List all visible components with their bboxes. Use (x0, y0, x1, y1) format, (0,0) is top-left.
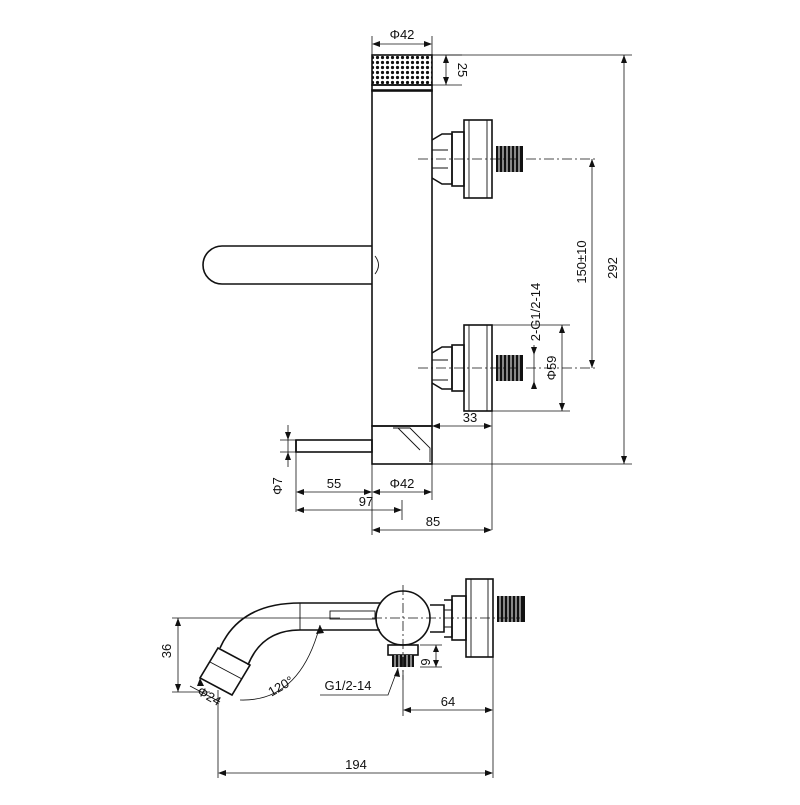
spout-reach-label: 55 (327, 476, 341, 491)
dim-outlet-diameter: Φ24 (189, 678, 224, 709)
spout-diameter-label: Φ7 (270, 477, 285, 495)
spout-drop-label: 36 (159, 644, 174, 658)
diverter-lever (202, 245, 379, 285)
dim-body-diameter: Φ42 (372, 476, 432, 495)
dim-total-width-right: 85 (372, 514, 492, 533)
dim-handle-height: 25 (432, 54, 470, 86)
outlet-offset-label: 64 (441, 694, 455, 709)
inlet-thread-label: 2-G1/2-14 (528, 283, 543, 342)
spout-outlet (198, 646, 252, 697)
inlet-offset-label: 33 (463, 410, 477, 425)
outlet-thread-label: G1/2-14 (325, 678, 372, 693)
flange-diameter-label: Φ59 (544, 356, 559, 381)
dim-inlet-spacing: 150±10 (574, 159, 595, 368)
dim-outlet-offset: 64 (402, 657, 494, 720)
handle-diameter-label: Φ42 (390, 27, 415, 42)
dim-spout-reach: 55 (295, 452, 433, 535)
dim-spout-diameter: Φ7 (270, 425, 296, 495)
bath-spout (198, 602, 380, 697)
spout-angle-label: 120° (265, 673, 296, 699)
handle-height-label: 25 (455, 63, 470, 77)
dim-handle-diameter: Φ42 (371, 27, 433, 55)
outlet-height-label: 9 (418, 658, 433, 665)
front-view: Φ42 25 292 150±10 2-G1/2-14 (202, 27, 632, 535)
dim-outlet-height: 9 (418, 644, 442, 668)
outlet-thread-callout: G1/2-14 (320, 667, 400, 696)
dim-total-length: 194 (217, 690, 494, 778)
body-diameter-label: Φ42 (390, 476, 415, 491)
dim-total-width-left: 97 (296, 494, 403, 520)
dim-spout-angle: 120° (239, 624, 324, 701)
mixer-body (371, 54, 433, 465)
dim-flange-diameter: Φ59 (492, 324, 570, 412)
dim-overall-height: 292 (432, 54, 632, 465)
dim-spout-drop: 36 (159, 617, 340, 693)
overall-height-label: 292 (605, 257, 620, 279)
outlet-diameter-label: Φ24 (195, 683, 224, 708)
total-length-label: 194 (345, 757, 367, 772)
total-width-right-label: 85 (426, 514, 440, 529)
spout-stub (295, 439, 373, 453)
dim-inlet-offset: 33 (431, 392, 493, 530)
knurled-handle (371, 54, 433, 86)
valve-body (375, 578, 525, 667)
total-width-left-label: 97 (359, 494, 373, 509)
top-view: 36 Φ24 120° G1/2-14 9 (159, 578, 525, 778)
inlet-spacing-label: 150±10 (574, 240, 589, 283)
inlet-thread-callout: 2-G1/2-14 (528, 283, 543, 389)
